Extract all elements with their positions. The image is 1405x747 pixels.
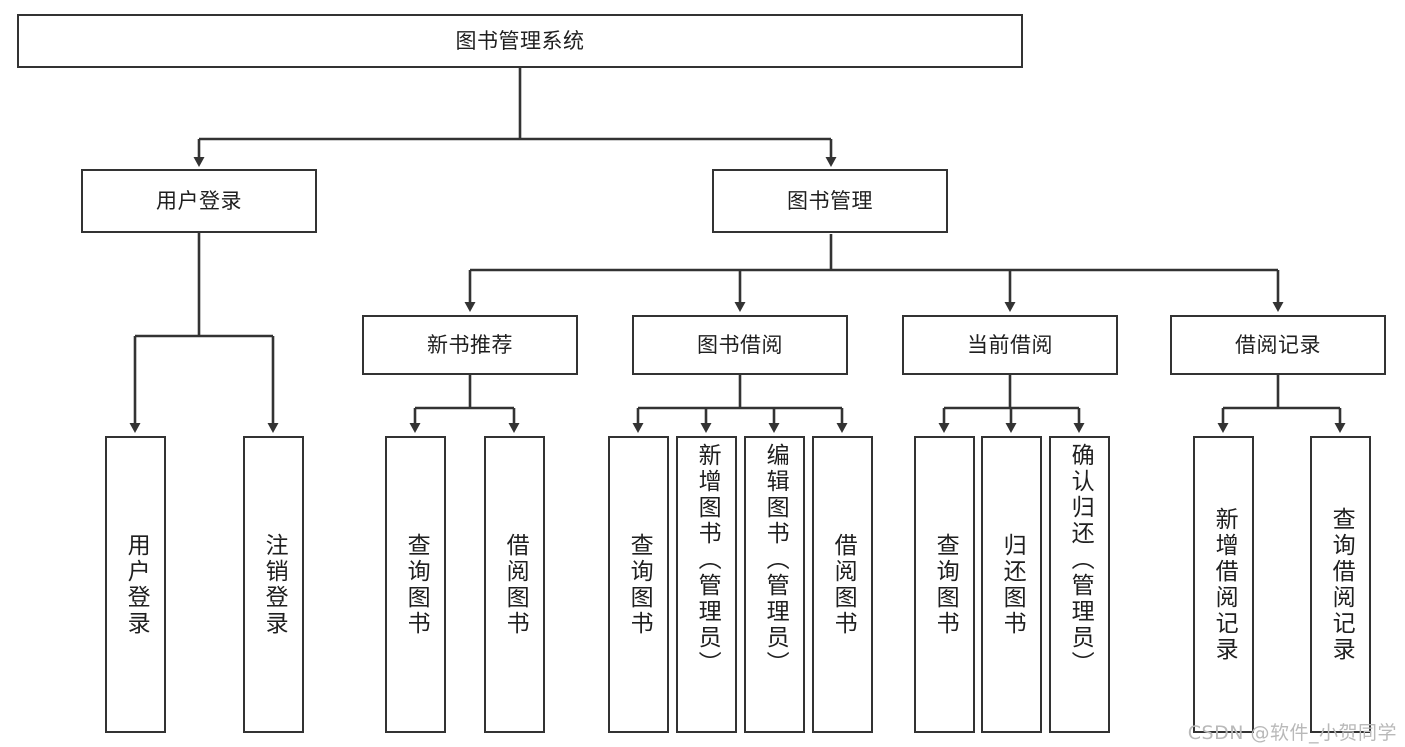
leaf-current-borrow-2-label: 归还图书 — [999, 532, 1026, 637]
leaf-book-borrow-1-label: 查询图书 — [626, 532, 653, 637]
leaf-borrow-record-2-label: 查询借阅记录 — [1328, 506, 1355, 663]
leaf-user-login-1[interactable]: 用户登录 — [105, 436, 166, 733]
leaf-book-borrow-4-label: 借阅图书 — [830, 532, 857, 637]
leaf-current-borrow-1-label: 查询图书 — [932, 532, 959, 637]
node-root-label: 图书管理系统 — [455, 28, 585, 53]
node-root[interactable]: 图书管理系统 — [17, 14, 1023, 68]
node-book-manage-label: 图书管理 — [787, 188, 873, 213]
leaf-current-borrow-3[interactable]: 确认归还（管理员） — [1049, 436, 1110, 733]
node-borrow-record-label: 借阅记录 — [1235, 332, 1321, 357]
leaf-borrow-record-1-label: 新增借阅记录 — [1211, 506, 1238, 663]
leaf-current-borrow-2[interactable]: 归还图书 — [981, 436, 1042, 733]
node-user-login-label: 用户登录 — [156, 188, 242, 213]
node-current-borrow-label: 当前借阅 — [967, 332, 1053, 357]
leaf-user-login-1-label: 用户登录 — [123, 532, 150, 637]
node-new-book-recommend-label: 新书推荐 — [427, 332, 513, 357]
node-user-login[interactable]: 用户登录 — [81, 169, 317, 233]
leaf-user-login-2[interactable]: 注销登录 — [243, 436, 304, 733]
leaf-current-borrow-3-label: 确认归还（管理员） — [1067, 443, 1094, 677]
leaf-book-borrow-2[interactable]: 新增图书（管理员） — [676, 436, 737, 733]
leaf-new-book-1[interactable]: 查询图书 — [385, 436, 446, 733]
leaf-new-book-1-label: 查询图书 — [403, 532, 430, 637]
node-current-borrow[interactable]: 当前借阅 — [902, 315, 1118, 375]
leaf-book-borrow-3-label: 编辑图书（管理员） — [762, 443, 789, 677]
leaf-new-book-2-label: 借阅图书 — [502, 532, 529, 637]
node-book-borrow-label: 图书借阅 — [697, 332, 783, 357]
leaf-current-borrow-1[interactable]: 查询图书 — [914, 436, 975, 733]
leaf-book-borrow-4[interactable]: 借阅图书 — [812, 436, 873, 733]
watermark: CSDN @软件_小贺同学 — [1187, 722, 1397, 744]
leaf-user-login-2-label: 注销登录 — [261, 532, 288, 637]
leaf-new-book-2[interactable]: 借阅图书 — [484, 436, 545, 733]
node-new-book-recommend[interactable]: 新书推荐 — [362, 315, 578, 375]
leaf-borrow-record-2[interactable]: 查询借阅记录 — [1310, 436, 1371, 733]
node-book-manage[interactable]: 图书管理 — [712, 169, 948, 233]
node-borrow-record[interactable]: 借阅记录 — [1170, 315, 1386, 375]
leaf-book-borrow-3[interactable]: 编辑图书（管理员） — [744, 436, 805, 733]
leaf-book-borrow-1[interactable]: 查询图书 — [608, 436, 669, 733]
leaf-book-borrow-2-label: 新增图书（管理员） — [694, 443, 721, 677]
node-book-borrow[interactable]: 图书借阅 — [632, 315, 848, 375]
leaf-borrow-record-1[interactable]: 新增借阅记录 — [1193, 436, 1254, 733]
